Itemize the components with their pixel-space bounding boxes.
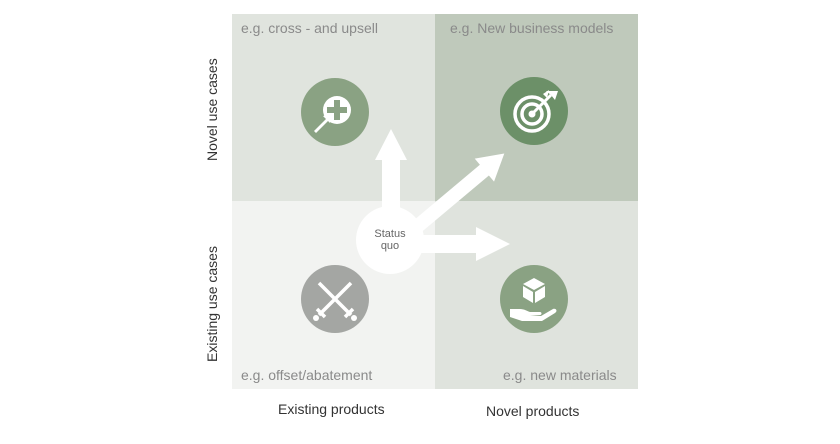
- quadrant-label-bottom-right: e.g. new materials: [503, 367, 617, 383]
- hand-box-icon: [500, 265, 568, 333]
- target-icon: [500, 77, 568, 145]
- status-quo-circle: [356, 206, 424, 274]
- x-axis-label-existing-products: Existing products: [278, 401, 385, 417]
- arrow-up: [375, 129, 407, 212]
- status-quo-line-2: quo: [380, 240, 400, 252]
- x-axis-label-novel-products: Novel products: [486, 403, 580, 419]
- status-quo-line-1: Status: [374, 228, 406, 240]
- arrow-right: [400, 227, 510, 261]
- upsell-plus-icon: [301, 78, 369, 146]
- y-axis-label-existing-use-cases: Existing use cases: [204, 246, 220, 362]
- quadrant-label-bottom-left: e.g. offset/abatement: [241, 367, 373, 383]
- quadrant-label-top-right: e.g. New business models: [450, 20, 614, 36]
- quadrant-label-top-left: e.g. cross - and upsell: [241, 20, 378, 36]
- status-quo-label: Status quo: [356, 228, 424, 252]
- y-axis-label-novel-use-cases: Novel use cases: [204, 58, 220, 161]
- crossed-swords-icon: [301, 265, 369, 333]
